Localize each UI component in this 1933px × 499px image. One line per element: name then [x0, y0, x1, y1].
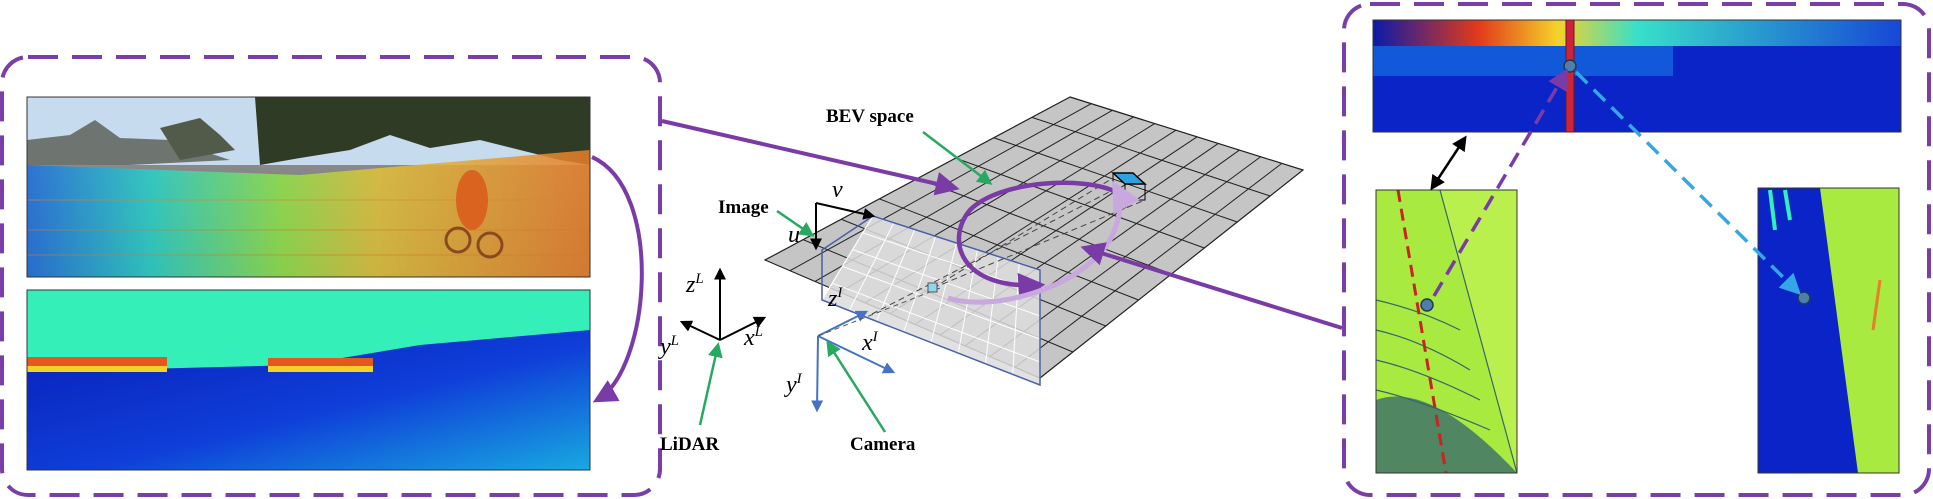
grid-line	[955, 157, 1205, 249]
lidar-y-label: yL	[660, 333, 679, 361]
grid-line	[842, 265, 1041, 340]
grid-line	[848, 222, 895, 311]
grid-line	[993, 137, 1238, 223]
bev-space-label: BEV space	[826, 106, 914, 127]
camera-pointer-arrow	[826, 340, 887, 433]
grid-line	[930, 242, 957, 343]
image-label: Image	[718, 197, 769, 218]
cyclist-figure	[456, 170, 488, 230]
left-panel-border	[0, 55, 662, 497]
grid-line	[985, 256, 999, 364]
range-image-strip	[1372, 19, 1902, 133]
lidar-x-label: xL	[744, 324, 763, 352]
grid-line	[1031, 116, 1271, 197]
grid-line	[876, 229, 916, 322]
right-panel-border	[1342, 2, 1931, 497]
grid-line	[917, 178, 1172, 275]
range-bev-correspondence-arrow	[1430, 135, 1467, 191]
bev-crop-right	[1757, 187, 1900, 474]
image-v-label: v	[832, 177, 843, 203]
right-panel-link-arrow	[1080, 242, 1343, 330]
projection-dashed-lines	[871, 177, 1146, 315]
image-u-label: u	[788, 222, 800, 248]
camera-x-label: xI	[862, 329, 878, 357]
camera-z-label: zI	[828, 285, 843, 313]
image-plane	[821, 215, 1041, 387]
range-to-bev-right-arrow	[1574, 70, 1801, 295]
bev-crop-left	[1375, 189, 1518, 474]
grid-line	[879, 198, 1139, 301]
bev-to-image-arrow	[956, 180, 1118, 300]
grid-line	[832, 282, 1041, 363]
lidar-z-label: zL	[686, 271, 704, 299]
left-projection-arrow	[591, 155, 644, 403]
image-plane-frame	[821, 215, 1041, 387]
bev-pointer-arrow	[922, 131, 993, 185]
camera-label: Camera	[850, 434, 916, 455]
camera-y-label: yI	[786, 371, 802, 399]
image-pointer-arrow	[776, 209, 815, 237]
lidar-axes	[679, 267, 767, 341]
range-to-bev-left-arrow	[1432, 68, 1569, 297]
left-panel-link-arrow	[661, 119, 960, 196]
image-uv-axes	[810, 202, 876, 251]
grid-line	[903, 236, 937, 333]
lidar-pointer-arrow	[698, 342, 723, 426]
left-depth-map	[26, 289, 591, 471]
rgb-lidar-image	[26, 96, 591, 278]
lidar-label: LiDAR	[660, 434, 720, 455]
